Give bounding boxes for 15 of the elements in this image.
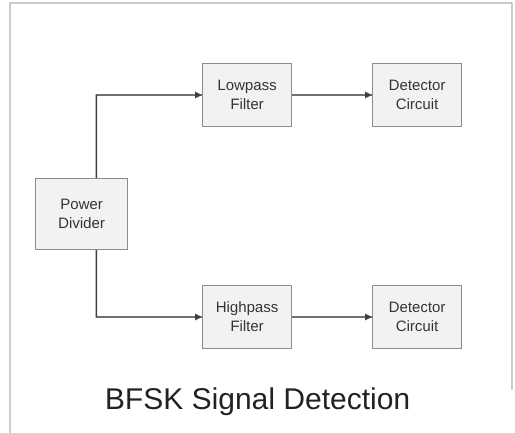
arrow [96,250,202,320]
process-box [372,63,462,127]
diagram-title: BFSK Signal Detection [104,383,410,417]
box-label: Detector Circuit [388,298,446,336]
box-label: Detector Circuit [388,76,446,114]
process-box [202,285,292,349]
box-label: Power Divider [57,194,106,234]
arrow [96,92,202,178]
process-box [202,63,292,127]
box-label: Lowpass Filter [216,76,278,114]
process-box [35,178,128,250]
box-label: Highpass Filter [214,298,280,336]
arrow [292,314,372,320]
arrow [292,92,372,98]
process-box [372,285,462,349]
